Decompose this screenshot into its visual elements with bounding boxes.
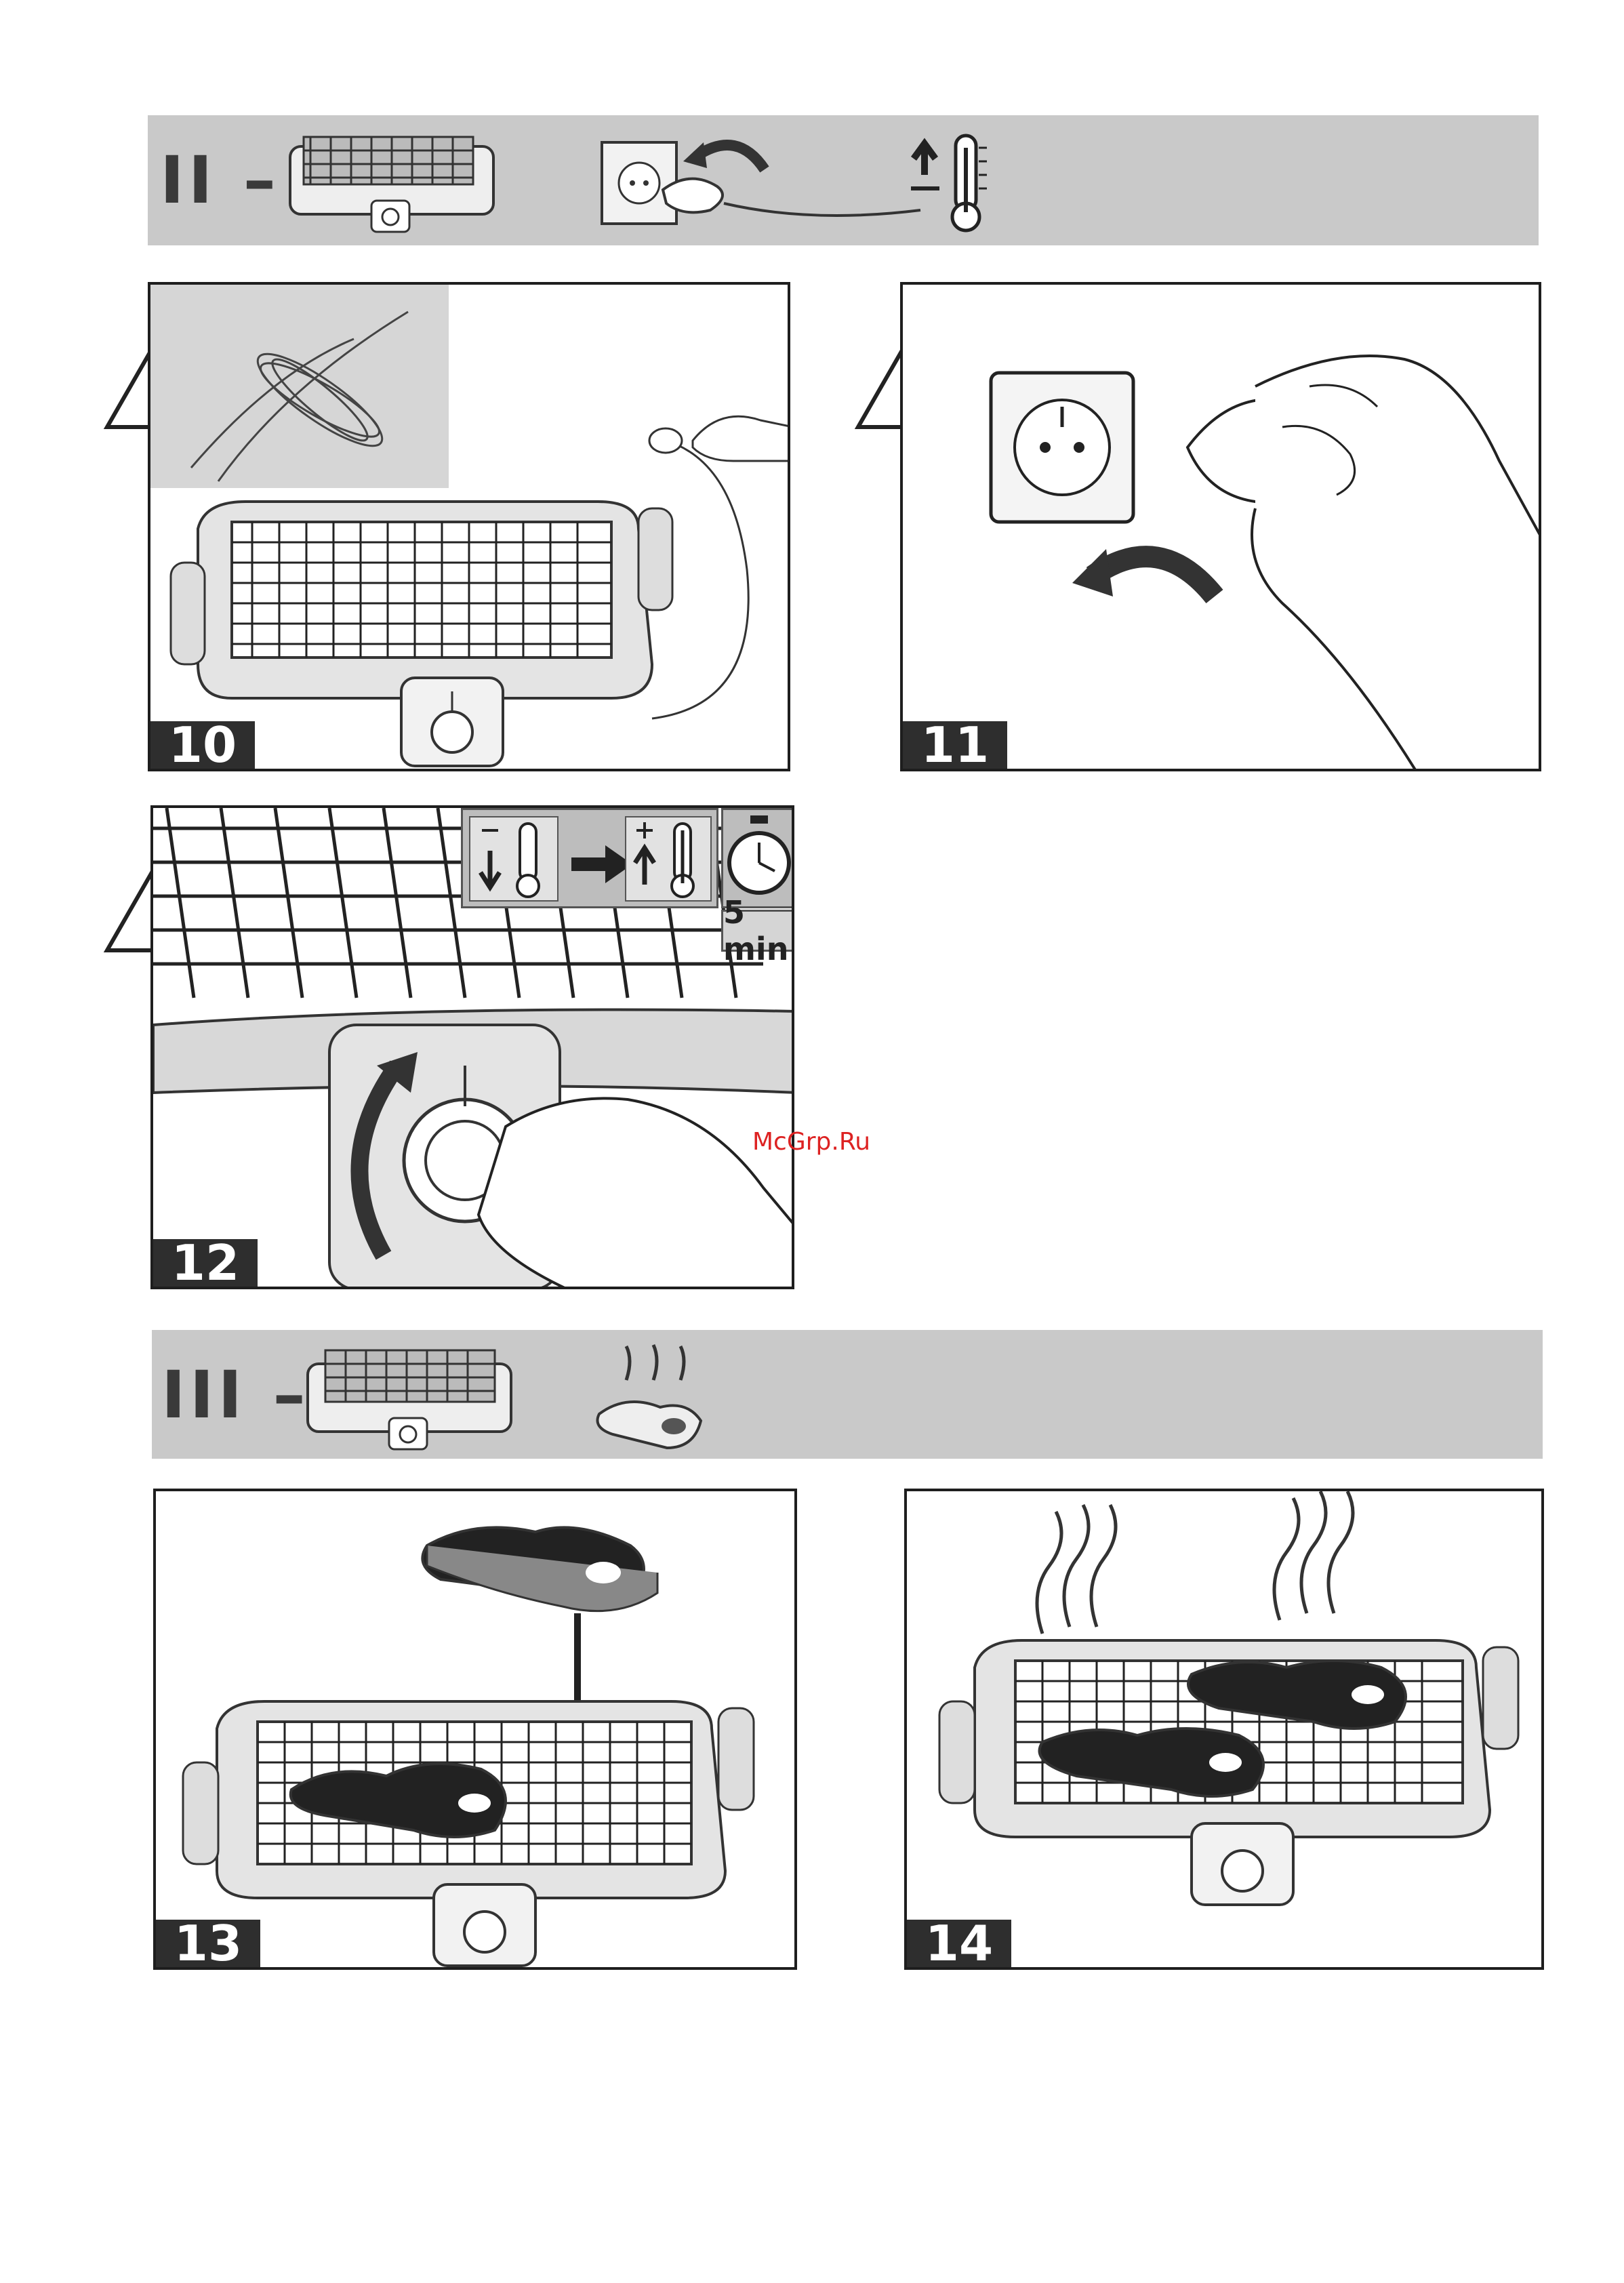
thermometer-up-icon <box>904 127 999 236</box>
plug-into-socket-illustration <box>903 285 1541 771</box>
step-number-11: 11 <box>903 721 1007 769</box>
step-panel-12: 5 min 12 <box>150 805 794 1289</box>
section-banner-ii: II – <box>148 115 1539 245</box>
step-number-10: 10 <box>150 721 255 769</box>
step-panel-13: 13 <box>153 1489 797 1970</box>
stopwatch-box <box>721 808 794 908</box>
hot-steak-icon <box>586 1339 714 1455</box>
step-panel-10: 10 <box>148 282 790 771</box>
grill-icon-iii <box>301 1343 531 1452</box>
step-number-13: 13 <box>156 1920 260 1967</box>
place-steak-on-grill-illustration <box>156 1491 797 1970</box>
thermostat-change-box <box>461 808 718 908</box>
stopwatch-icon <box>723 810 794 906</box>
steaks-cooking-illustration <box>907 1491 1544 1970</box>
step-number-14: 14 <box>907 1920 1011 1967</box>
section-label-iii: III – <box>161 1357 310 1433</box>
unplug-icon <box>595 129 948 237</box>
section-label-ii: II – <box>160 142 280 218</box>
step-number-12: 12 <box>153 1239 258 1287</box>
cord-unwind-and-grill-illustration <box>150 285 790 771</box>
step-panel-11: 11 <box>900 282 1541 771</box>
step-panel-14: 14 <box>904 1489 1544 1970</box>
thermometer-min-to-max-icon <box>463 810 716 906</box>
grill-icon <box>283 133 514 235</box>
timer-label: 5 min <box>721 910 794 952</box>
watermark: McGrp.Ru <box>752 1128 870 1156</box>
section-banner-iii: III – <box>152 1330 1543 1459</box>
